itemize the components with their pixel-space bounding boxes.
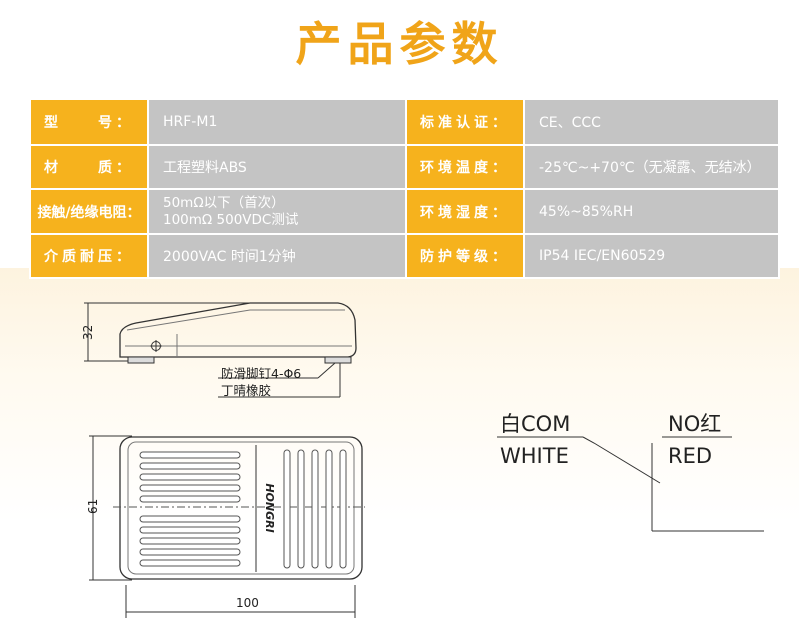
spec-row: 介质耐压： 2000VAC 时间1分钟 防护等级： IP54 IEC/EN605… bbox=[29, 233, 780, 279]
spec-value: 45%~85%RH bbox=[523, 188, 780, 235]
spec-row: 型 号： HRF-M1 标准认证： CE、CCC bbox=[29, 98, 780, 146]
spec-row: 材 质： 工程塑料ABS 环境温度： -25℃~+70℃（无凝露、无结冰） bbox=[29, 144, 780, 190]
white-label: WHITE bbox=[500, 444, 569, 468]
side-view bbox=[84, 302, 357, 398]
title-band: 产品参数 bbox=[0, 0, 799, 95]
no-label: NO红 bbox=[668, 412, 721, 436]
spec-key: 环境温度： bbox=[405, 144, 525, 190]
top-view bbox=[89, 435, 365, 618]
spec-key: 型 号： bbox=[29, 98, 149, 146]
length-dim-label: 100 bbox=[236, 596, 259, 610]
spec-table: 型 号： HRF-M1 标准认证： CE、CCC 材 质： 工程塑料ABS 环境… bbox=[29, 98, 780, 279]
spec-value-line: 50mΩ以下（首次） bbox=[163, 194, 285, 211]
spec-value-line: 100mΩ 500VDC测试 bbox=[163, 211, 299, 228]
spec-key: 接触/绝缘电阻： bbox=[29, 188, 149, 235]
top-slots-right bbox=[283, 449, 347, 569]
spec-row: 接触/绝缘电阻： 50mΩ以下（首次） 100mΩ 500VDC测试 环境湿度：… bbox=[29, 188, 780, 235]
spec-key: 标准认证： bbox=[405, 98, 525, 146]
spec-key: 防护等级： bbox=[405, 233, 525, 279]
spec-key: 环境湿度： bbox=[405, 188, 525, 235]
spec-key: 材 质： bbox=[29, 144, 149, 190]
red-label: RED bbox=[668, 444, 712, 468]
foot-note-line-1: 防滑脚钉4-Φ6 bbox=[221, 366, 301, 381]
spec-value: 2000VAC 时间1分钟 bbox=[147, 233, 407, 279]
brand-logo: HONGRI bbox=[263, 483, 276, 532]
width-dim-label: 61 bbox=[86, 499, 100, 514]
height-dim-label: 32 bbox=[81, 325, 95, 340]
spec-key: 介质耐压： bbox=[29, 233, 149, 279]
spec-value: 50mΩ以下（首次） 100mΩ 500VDC测试 bbox=[147, 188, 407, 235]
page-title: 产品参数 bbox=[295, 17, 504, 71]
spec-value: 工程塑料ABS bbox=[147, 144, 407, 190]
spec-value: HRF-M1 bbox=[147, 98, 407, 146]
foot-note-line-2: 丁晴橡胶 bbox=[221, 383, 271, 398]
com-label: 白COM bbox=[500, 412, 570, 436]
spec-value: CE、CCC bbox=[523, 98, 780, 146]
spec-value: IP54 IEC/EN60529 bbox=[523, 233, 780, 279]
top-slots-left bbox=[139, 451, 241, 567]
spec-value: -25℃~+70℃（无凝露、无结冰） bbox=[523, 144, 780, 190]
wiring-diagram bbox=[497, 436, 764, 532]
